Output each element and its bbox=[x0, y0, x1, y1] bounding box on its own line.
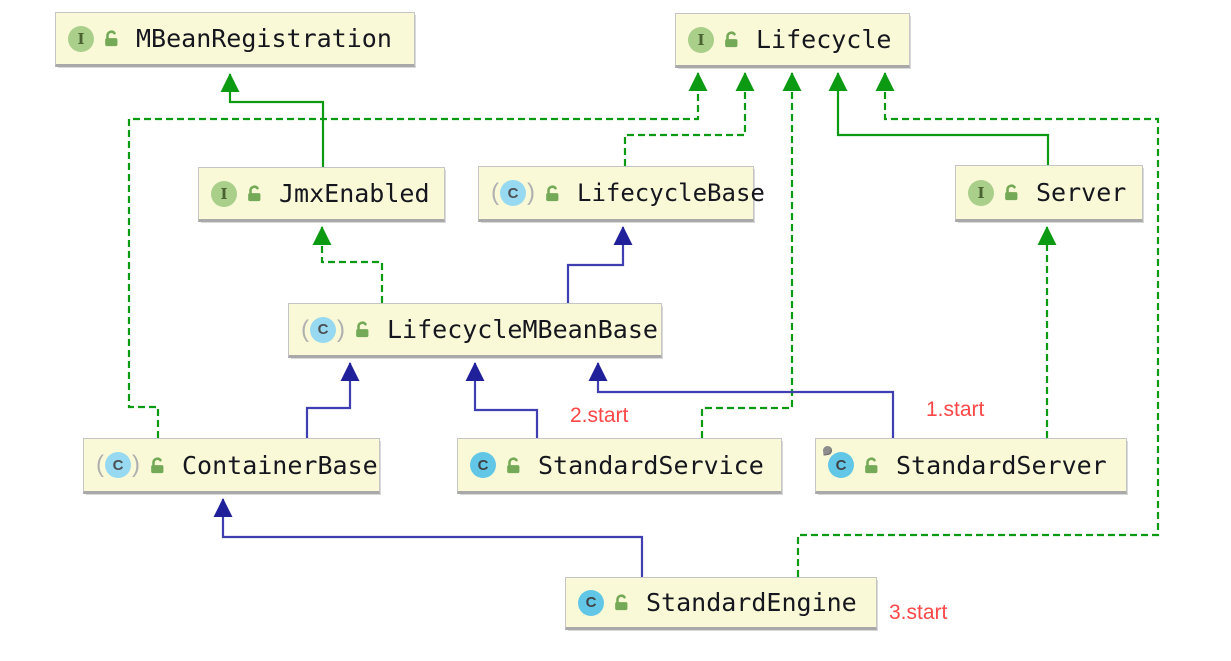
class-name-label: StandardEngine bbox=[646, 588, 857, 617]
class-name-label: LifecycleBase bbox=[577, 179, 765, 207]
edge-jmxenabled-extends-mbeanregistration bbox=[220, 73, 325, 167]
abstract-class-icon: C bbox=[105, 452, 131, 478]
open-lock-icon bbox=[353, 320, 372, 339]
class-node-standardservice[interactable]: C StandardService bbox=[457, 438, 782, 494]
class-icon: C bbox=[822, 445, 854, 478]
open-lock-icon bbox=[504, 456, 523, 475]
edge-standardservice-implements-lifecycle bbox=[700, 72, 802, 438]
class-node-jmxenabled[interactable]: I JmxEnabled bbox=[198, 167, 445, 222]
class-node-lifecyclebase[interactable]: ( C ) LifecycleBase bbox=[478, 166, 765, 222]
edge-standardserver-extends-lifecyclembeanbase bbox=[588, 362, 895, 438]
pin-icon bbox=[822, 445, 833, 456]
interface-icon: I bbox=[68, 25, 94, 52]
class-name-label: StandardService bbox=[538, 450, 764, 480]
interface-icon: I bbox=[968, 179, 994, 206]
open-lock-icon bbox=[245, 184, 264, 203]
class-node-standardengine[interactable]: C StandardEngine bbox=[565, 577, 877, 630]
abstract-paren: ( bbox=[96, 451, 104, 478]
edge-standardservice-extends-lifecyclembeanbase bbox=[465, 362, 539, 438]
open-lock-icon bbox=[148, 456, 167, 475]
edge-standardengine-implements-lifecycle bbox=[796, 72, 1160, 577]
abstract-paren: ) bbox=[337, 315, 345, 343]
annotation-1-start: 1.start bbox=[926, 398, 985, 421]
class-node-lifecycle[interactable]: I Lifecycle bbox=[675, 13, 910, 68]
abstract-paren: ( bbox=[301, 315, 309, 343]
class-name-label: LifecycleMBeanBase bbox=[387, 315, 658, 344]
abstract-class-icon: C bbox=[310, 316, 336, 343]
class-icon: C bbox=[470, 452, 496, 478]
open-lock-icon bbox=[102, 29, 121, 48]
open-lock-icon bbox=[543, 184, 562, 203]
class-node-lifecyclembeanbase[interactable]: ( C ) LifecycleMBeanBase bbox=[288, 303, 662, 358]
class-name-label: JmxEnabled bbox=[279, 179, 430, 208]
edge-standardengine-extends-containerbase bbox=[213, 498, 644, 577]
abstract-class-icon: C bbox=[500, 180, 526, 206]
class-node-server[interactable]: I Server bbox=[955, 165, 1143, 222]
edge-lifecyclebase-implements-lifecycle bbox=[623, 72, 755, 166]
edge-server-extends-lifecycle bbox=[828, 72, 1050, 165]
abstract-paren: ( bbox=[491, 179, 499, 206]
class-name-label: Lifecycle bbox=[756, 25, 892, 54]
class-name-label: StandardServer bbox=[896, 450, 1107, 480]
abstract-paren: ) bbox=[527, 179, 535, 206]
open-lock-icon bbox=[612, 593, 631, 612]
class-name-label: Server bbox=[1036, 178, 1127, 207]
edge-lifecyclembeanbase-extends-lifecyclebase bbox=[566, 226, 633, 303]
open-lock-icon bbox=[1002, 183, 1021, 202]
class-node-mbeanregistration[interactable]: I MBeanRegistration bbox=[55, 12, 415, 67]
edge-lifecyclembeanbase-implements-jmxenabled bbox=[312, 226, 384, 303]
edge-containerbase-implements-lifecycle bbox=[127, 72, 708, 438]
class-node-containerbase[interactable]: ( C ) ContainerBase bbox=[83, 438, 380, 494]
open-lock-icon bbox=[722, 30, 741, 49]
annotation-2-start: 2.start bbox=[570, 404, 629, 427]
edge-containerbase-extends-lifecyclembeanbase bbox=[305, 362, 360, 438]
annotation-3-start: 3.start bbox=[889, 601, 948, 624]
class-name-label: MBeanRegistration bbox=[136, 24, 392, 53]
class-name-label: ContainerBase bbox=[182, 450, 378, 480]
interface-icon: I bbox=[211, 180, 237, 207]
open-lock-icon bbox=[862, 456, 881, 475]
interface-icon: I bbox=[688, 26, 714, 53]
class-icon: C bbox=[578, 589, 604, 616]
abstract-paren: ) bbox=[132, 451, 140, 478]
class-node-standardserver[interactable]: C StandardServer bbox=[815, 438, 1127, 494]
